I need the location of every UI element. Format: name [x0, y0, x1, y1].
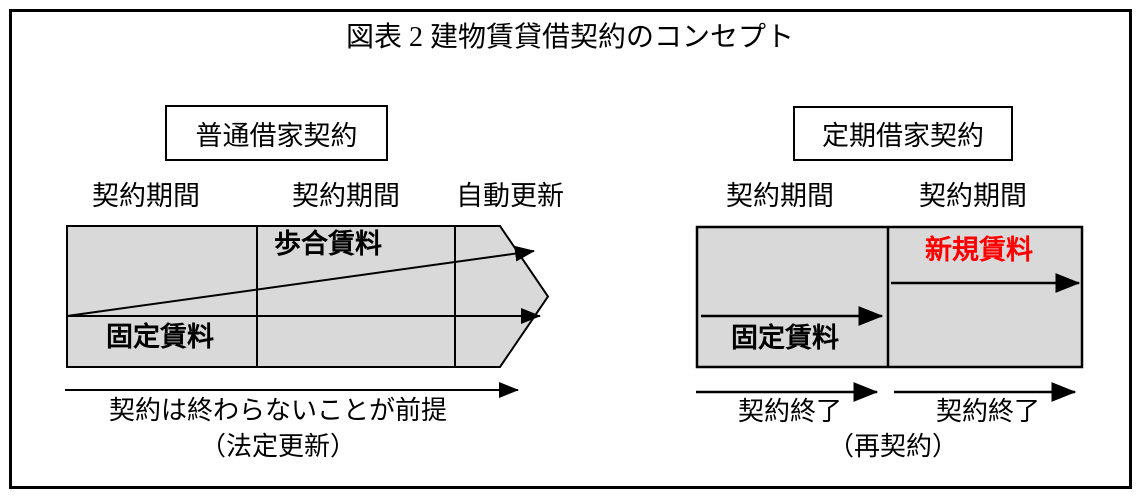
- ordinary-header-auto-renewal: 自動更新: [456, 181, 564, 211]
- figure-title: 図表 2 建物賃貸借契約のコンセプト: [345, 22, 794, 53]
- ordinary-lease-label: 普通借家契約: [195, 120, 358, 151]
- fixed-term-lease-shape: [695, 225, 1084, 369]
- fixed-term-lease-label: 定期借家契約: [822, 121, 984, 151]
- step-rent-label: 歩合賃料: [274, 229, 382, 259]
- contract-end-label-1: 契約終了: [737, 397, 843, 426]
- new-rent-label: 新規賃料: [925, 235, 1033, 265]
- ordinary-lease-banner-shape: [66, 225, 550, 368]
- step-rent-rising-arrow: [66, 245, 535, 317]
- fixed-rent-label-right: 固定賃料: [731, 323, 839, 353]
- fixed-rent-label-left: 固定賃料: [106, 322, 214, 352]
- ordinary-lease-label-box: 普通借家契約: [165, 105, 388, 161]
- ordinary-header-period-2: 契約期間: [292, 181, 400, 211]
- ordinary-premise-text: 契約は終わらないことが前提: [108, 396, 448, 425]
- ordinary-header-period-1: 契約期間: [92, 181, 200, 211]
- statutory-renewal-note: （法定更新）: [199, 432, 357, 461]
- contract-end-label-2: 契約終了: [935, 397, 1041, 426]
- recontract-note: （再契約）: [827, 432, 959, 461]
- fixed-term-header-period-1: 契約期間: [726, 181, 834, 211]
- figure-border: [9, 9, 1132, 489]
- fixed-term-lease-label-box: 定期借家契約: [793, 106, 1013, 161]
- fixed-term-header-period-2: 契約期間: [919, 181, 1027, 211]
